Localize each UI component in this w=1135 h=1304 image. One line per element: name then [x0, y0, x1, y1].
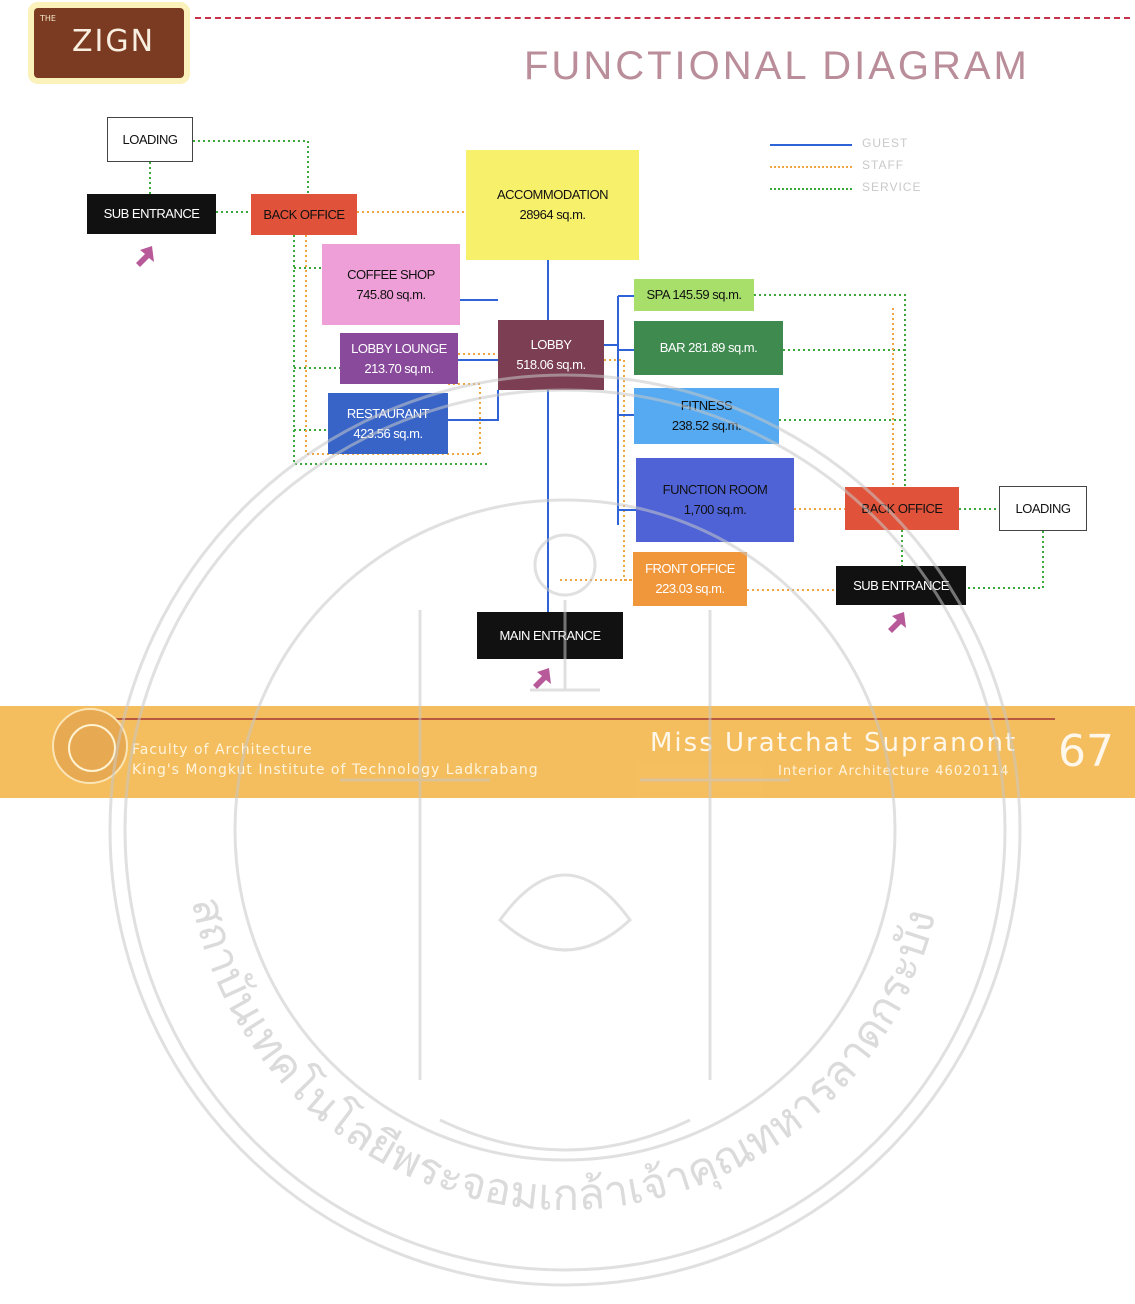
footer-institute: King's Mongkut Institute of Technology L…: [132, 762, 539, 778]
function-room-area: 1,700 sq.m.: [683, 502, 747, 517]
university-seal-watermark: สถาบันเทคโนโลยีพระจอมเกล้าเจ้าคุณทหารลาด…: [108, 373, 1022, 1287]
bar-label: BAR 281.89 sq.m.: [659, 340, 758, 355]
accommodation-box: ACCOMMODATION 28964 sq.m.: [466, 150, 639, 260]
watermark-text: สถาบันเทคโนโลยีพระจอมเกล้าเจ้าคุณทหารลาด…: [181, 892, 947, 1221]
service-line: [293, 235, 490, 465]
bar-box: BAR 281.89 sq.m.: [634, 321, 783, 375]
accommodation-area: 28964 sq.m.: [519, 207, 586, 222]
main-entrance-box: MAIN ENTRANCE: [477, 612, 623, 659]
service-line: [193, 140, 309, 194]
sub-entrance-left-label: SUB ENTRANCE: [103, 206, 200, 221]
loading-box-left: LOADING: [107, 117, 193, 162]
staff-line: [305, 235, 480, 455]
logo-text: ZIGN: [72, 24, 156, 59]
connector-lines: [149, 140, 1044, 612]
page-number: 67: [1058, 726, 1114, 777]
back-office-left-label: BACK OFFICE: [263, 206, 345, 222]
sub-entrance-box-right: SUB ENTRANCE: [836, 566, 966, 605]
restaurant-label: RESTAURANT: [346, 405, 430, 421]
zign-logo: THE ZIGN: [34, 8, 184, 78]
back-office-box-left: BACK OFFICE: [251, 194, 357, 235]
arrow-icon: [888, 612, 906, 633]
footer-rule: [110, 718, 1055, 720]
loading-box-right: LOADING: [999, 486, 1087, 531]
function-room-box: FUNCTION ROOM 1,700 sq.m.: [636, 458, 794, 542]
entrance-arrows: [136, 246, 906, 689]
loading-left-label: LOADING: [122, 131, 178, 147]
accommodation-label: ACCOMMODATION: [497, 187, 608, 202]
arrow-icon: [533, 668, 551, 689]
loading-right-label: LOADING: [1015, 500, 1071, 516]
guest-line: [448, 390, 499, 421]
legend-service-line: [770, 188, 852, 190]
restaurant-box: RESTAURANT 423.56 sq.m.: [328, 393, 448, 454]
sub-entrance-box-left: SUB ENTRANCE: [87, 194, 216, 234]
legend-staff-label: STAFF: [862, 158, 905, 172]
legend-guest: GUEST: [770, 136, 940, 154]
legend-staff: STAFF: [770, 158, 940, 176]
legend-service-label: SERVICE: [862, 180, 922, 194]
fitness-area: 238.52 sq.m.: [671, 418, 742, 433]
page-title: FUNCTIONAL DIAGRAM: [524, 44, 1030, 88]
spa-label: SPA 145.59 sq.m.: [646, 287, 742, 302]
faculty-seal-icon: [52, 708, 128, 784]
footer-program: Interior Architecture 46020114: [778, 764, 1010, 779]
guest-connectors: [448, 260, 636, 612]
service-connectors: [149, 140, 1044, 589]
main-entrance-label: MAIN ENTRANCE: [499, 627, 601, 643]
lobby-lounge-area: 213.70 sq.m.: [364, 360, 434, 376]
legend-guest-line: [770, 144, 852, 146]
legend-staff-line: [770, 166, 852, 168]
footer-faculty: Faculty of Architecture: [132, 742, 313, 758]
lobby-area: 518.06 sq.m.: [516, 357, 586, 372]
staff-line: [604, 359, 633, 581]
service-line: [754, 294, 906, 487]
coffee-shop-box: COFFEE SHOP 745.80 sq.m.: [322, 244, 460, 325]
lobby-lounge-label: LOBBY LOUNGE: [351, 340, 447, 356]
header-rule: [195, 17, 1130, 19]
arrow-group: [136, 246, 906, 689]
lobby-box: LOBBY 518.06 sq.m.: [498, 320, 604, 390]
logo-small-text: THE: [40, 14, 56, 23]
sub-entrance-right-label: SUB ENTRANCE: [853, 577, 949, 593]
front-office-box: FRONT OFFICE 223.03 sq.m.: [633, 552, 747, 606]
spa-box: SPA 145.59 sq.m.: [634, 279, 754, 311]
coffee-shop-area: 745.80 sq.m.: [356, 286, 426, 302]
lobby-lounge-box: LOBBY LOUNGE 213.70 sq.m.: [340, 333, 458, 384]
function-room-label: FUNCTION ROOM: [662, 482, 768, 497]
legend-guest-label: GUEST: [862, 136, 909, 150]
legend-service: SERVICE: [770, 180, 940, 198]
front-office-area: 223.03 sq.m.: [655, 581, 725, 596]
front-office-label: FRONT OFFICE: [645, 561, 735, 576]
service-line: [966, 531, 1044, 589]
lobby-label: LOBBY: [530, 337, 572, 352]
coffee-shop-label: COFFEE SHOP: [347, 266, 435, 282]
arrow-icon: [136, 246, 154, 267]
